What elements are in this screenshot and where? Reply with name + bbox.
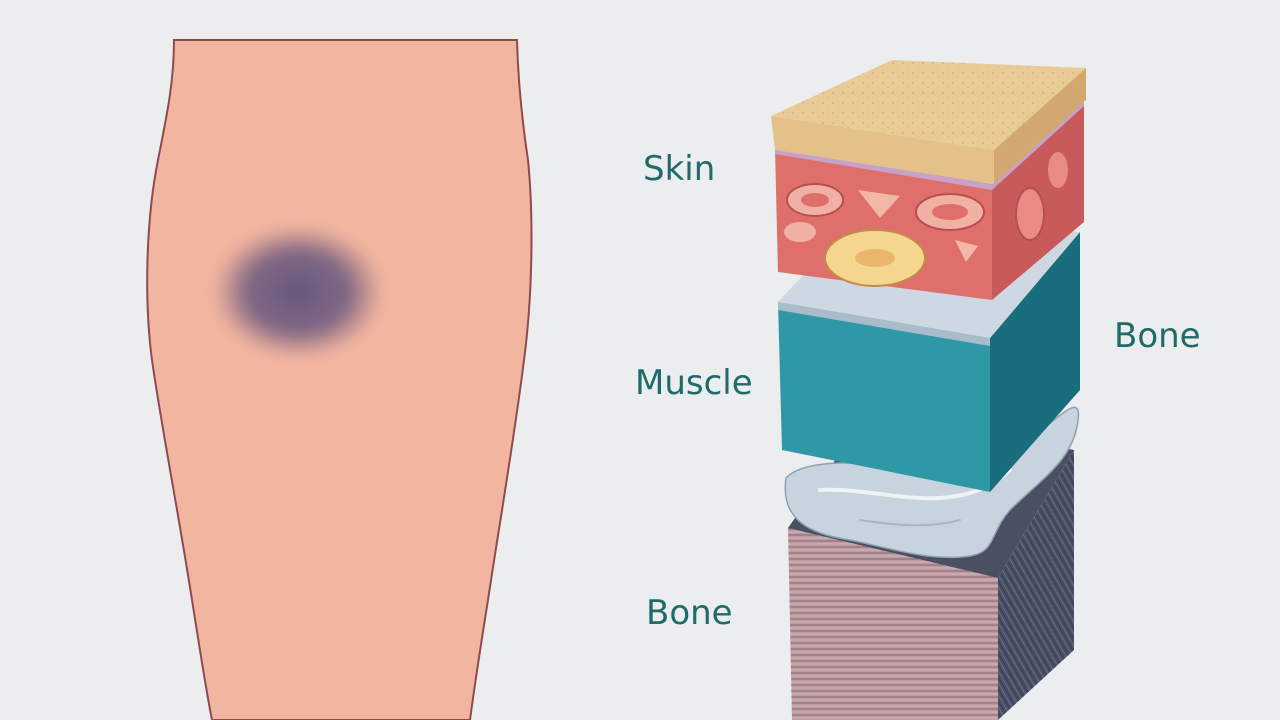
- skin-layer: [771, 60, 1086, 300]
- bone-label-lower: Bone: [646, 593, 733, 633]
- muscle-label: Muscle: [635, 363, 753, 403]
- skin-label: Skin: [643, 149, 716, 189]
- tissue-layers-icon: [771, 60, 1086, 720]
- bone-label-right: Bone: [1114, 316, 1201, 356]
- leg-illustration-icon: [146, 39, 533, 720]
- leg-illustration: [146, 39, 533, 720]
- bruise-icon: [206, 220, 390, 364]
